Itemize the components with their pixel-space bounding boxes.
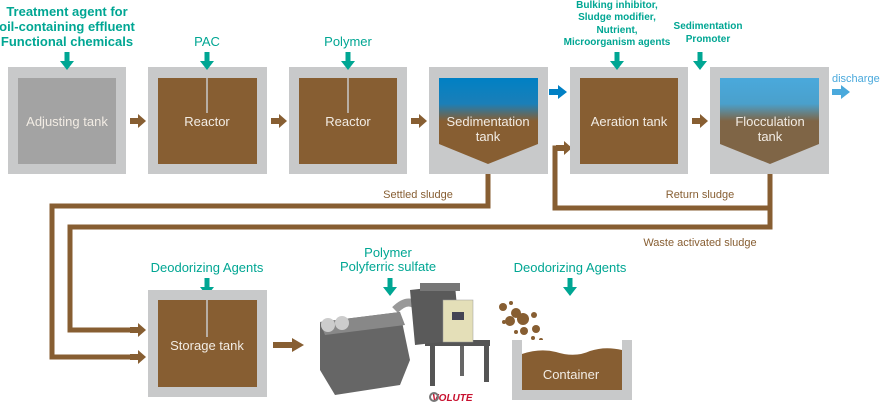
discharge-label: discharge xyxy=(832,73,880,85)
chemical-label: Sedimentation xyxy=(674,21,743,32)
container-label: Container xyxy=(543,367,600,382)
volute-logo-icon xyxy=(429,392,439,402)
reactor-tank-1: Reactor xyxy=(148,67,267,174)
settled-sludge-label: Settled sludge xyxy=(383,189,453,201)
dosing-arrow-icon xyxy=(693,52,707,70)
chemical-label: Deodorizing Agents xyxy=(151,260,264,275)
flocculation-label-1: Flocculation xyxy=(735,114,804,129)
sludge-particles xyxy=(499,301,543,342)
sedimentation-label-2: tank xyxy=(476,129,501,144)
chemical-label: Deodorizing Agents xyxy=(514,260,627,275)
chemical-label: Polymer xyxy=(364,245,412,260)
chemical-label: Bulking inhibitor, xyxy=(576,0,658,11)
reactor-2-label: Reactor xyxy=(325,114,371,129)
chemical-label: Functional chemicals xyxy=(1,34,133,49)
chemical-label: Polymer xyxy=(324,34,372,49)
reactor-1-label: Reactor xyxy=(184,114,230,129)
flow-arrows xyxy=(130,85,850,128)
aeration-tank: Aeration tank xyxy=(570,67,688,174)
return-sludge-label: Return sludge xyxy=(666,189,735,201)
chemical-label: Polyferric sulfate xyxy=(340,259,436,274)
sedimentation-label-1: Sedimentation xyxy=(446,114,529,129)
chemical-label: Microorganism agents xyxy=(564,37,671,48)
dosing-arrow-icon xyxy=(383,278,397,296)
chemical-label: PAC xyxy=(194,34,220,49)
chemical-label: Promoter xyxy=(686,34,731,45)
screw-press-dewatering-machine: VOLUTE xyxy=(320,283,490,404)
volute-logo: VOLUTE xyxy=(432,393,473,404)
container: Container xyxy=(512,340,632,400)
aeration-label: Aeration tank xyxy=(591,114,668,129)
chemical-label: Treatment agent for xyxy=(6,4,127,19)
water-arrow xyxy=(549,85,567,99)
chemical-label: Sludge modifier, xyxy=(578,12,656,23)
settled-sludge-pipe xyxy=(49,166,491,360)
storage-tank: Storage tank xyxy=(148,290,267,397)
dosing-arrow-icon xyxy=(563,278,577,296)
sedimentation-tank: Sedimentation tank xyxy=(429,67,548,174)
flow-arrow xyxy=(273,338,304,352)
adjusting-tank-label: Adjusting tank xyxy=(26,114,108,129)
chemical-label: oil-containing effluent xyxy=(0,19,136,34)
discharge-arrow xyxy=(832,85,850,99)
flocculation-tank: Flocculation tank xyxy=(710,67,829,174)
flocculation-label-2: tank xyxy=(758,129,783,144)
storage-tank-label: Storage tank xyxy=(170,338,244,353)
reactor-tank-2: Reactor xyxy=(289,67,407,174)
waste-sludge-label: Waste activated sludge xyxy=(643,237,756,249)
chemical-label: Nutrient, xyxy=(596,25,637,36)
adjusting-tank: Adjusting tank xyxy=(8,67,126,174)
